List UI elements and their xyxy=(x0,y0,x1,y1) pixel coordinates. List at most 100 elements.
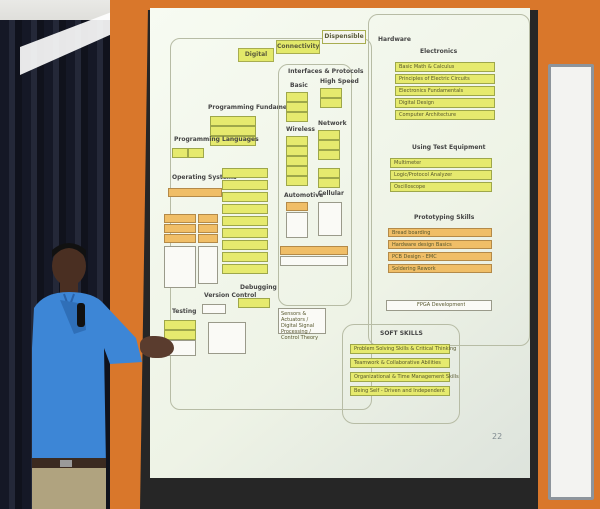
test-title: Using Test Equipment xyxy=(412,144,486,151)
lang-item xyxy=(188,148,204,158)
testing-label: Testing xyxy=(172,308,197,315)
automotive-label: Automotive xyxy=(284,192,324,199)
presenter-head xyxy=(52,246,86,286)
hardware-title: Hardware xyxy=(378,36,411,43)
interface-item xyxy=(318,140,340,150)
presenter-hair xyxy=(52,243,86,258)
interface-item xyxy=(286,156,308,166)
prototyping-item: PCB Design - EMC xyxy=(388,252,492,261)
electronics-item: Electronics Fundamentals xyxy=(395,86,495,96)
tab-digital: Digital xyxy=(238,48,274,62)
whiteboard xyxy=(548,64,594,500)
tab-dispensible: Dispensible xyxy=(322,30,366,44)
interface-item xyxy=(318,130,340,140)
interface-item xyxy=(286,176,308,186)
cellular-label: Cellular xyxy=(318,190,344,197)
interface-item xyxy=(320,88,342,98)
testing-item xyxy=(164,320,196,330)
os-list xyxy=(198,246,218,284)
interface-item xyxy=(286,136,308,146)
interface-item xyxy=(286,92,308,102)
soft-skills-box xyxy=(342,324,460,424)
electronics-item: Basic Math & Calculus xyxy=(395,62,495,72)
soft-skills-title: SOFT SKILLS xyxy=(380,330,423,337)
interface-item xyxy=(286,146,308,156)
electronics-item: Digital Design xyxy=(395,98,495,108)
version-control-box xyxy=(202,304,226,314)
debug-list xyxy=(208,322,246,354)
programming-fundamentals: Programming Fundamentals xyxy=(208,104,304,111)
interfaces-title: Interfaces & Protocols xyxy=(288,68,364,75)
prog-item xyxy=(210,126,256,136)
operating-systems: Operating Systems xyxy=(172,174,237,181)
prototyping-item: Soldering Rework xyxy=(388,264,492,273)
presenter-trousers xyxy=(32,468,106,509)
high-speed-label: High Speed xyxy=(320,78,359,85)
wireless-label: Wireless xyxy=(286,126,315,133)
middle-item xyxy=(222,264,268,274)
interface-item xyxy=(286,202,308,211)
interface-item xyxy=(280,246,348,255)
debugging-label: Debugging xyxy=(240,284,277,291)
middle-item xyxy=(222,192,268,202)
interface-item xyxy=(286,166,308,176)
version-control-label: Version Control xyxy=(204,292,257,299)
prototyping-item: Bread boarding xyxy=(388,228,492,237)
os-item xyxy=(198,234,218,243)
fpga-box: FPGA Development xyxy=(386,300,492,311)
prog-item xyxy=(210,136,256,146)
middle-item xyxy=(222,180,268,190)
page-number: 22 xyxy=(492,432,503,441)
interface-item xyxy=(318,178,340,188)
soft-skill-item: Being Self - Driven and Independent xyxy=(350,386,450,396)
os-item xyxy=(164,224,196,233)
interface-item xyxy=(286,102,308,112)
slide: Digital Connectivity Dispensible Hardwar… xyxy=(150,8,530,478)
soft-skill-item: Organizational & Time Management Skills xyxy=(350,372,459,382)
electronics-item: Principles of Electric Circuits xyxy=(395,74,495,84)
electronics-title: Electronics xyxy=(420,48,458,55)
os-item xyxy=(198,214,218,223)
interface-item xyxy=(286,112,308,122)
sensors-box: Sensors & Actuators / Digital Signal Pro… xyxy=(278,308,326,341)
os-list xyxy=(164,246,196,288)
prog-item xyxy=(210,116,256,126)
interface-item xyxy=(320,98,342,108)
test-item: Multimeter xyxy=(390,158,492,168)
prototyping-item: Hardware design Basics xyxy=(388,240,492,249)
os-item xyxy=(164,234,196,243)
middle-item xyxy=(222,252,268,262)
presenter xyxy=(32,243,142,509)
soft-skill-item: Problem Solving Skills & Critical Thinki… xyxy=(350,344,456,354)
presenter-neck xyxy=(60,282,78,294)
programming-languages: Programming Languages xyxy=(174,136,259,143)
presenter-shirt xyxy=(32,292,142,466)
os-item xyxy=(164,214,196,223)
middle-item xyxy=(222,228,268,238)
middle-item xyxy=(222,168,268,178)
middle-item xyxy=(222,204,268,214)
cellular-list xyxy=(318,202,342,236)
middle-item xyxy=(222,216,268,226)
interface-item xyxy=(318,168,340,178)
debugging-box xyxy=(238,298,270,308)
lang-item xyxy=(172,148,188,158)
prototyping-title: Prototyping Skills xyxy=(414,214,475,221)
tab-connectivity: Connectivity xyxy=(276,40,320,54)
network-label: Network xyxy=(318,120,347,127)
automotive-list xyxy=(286,212,308,238)
interfaces-box xyxy=(278,64,352,306)
interface-item xyxy=(280,256,348,266)
test-item: Logic/Protocol Analyzer xyxy=(390,170,492,180)
basic-label: Basic xyxy=(290,82,308,89)
test-item: Oscilloscope xyxy=(390,182,492,192)
testing-item xyxy=(164,330,196,340)
interface-item xyxy=(318,150,340,160)
soft-skill-item: Teamwork & Collaborative Abilities xyxy=(350,358,450,368)
microphone xyxy=(77,303,85,327)
electronics-item: Computer Architecture xyxy=(395,110,495,120)
middle-item xyxy=(222,240,268,250)
os-item xyxy=(198,224,218,233)
os-item xyxy=(168,188,222,197)
pointing-hand xyxy=(140,336,174,358)
